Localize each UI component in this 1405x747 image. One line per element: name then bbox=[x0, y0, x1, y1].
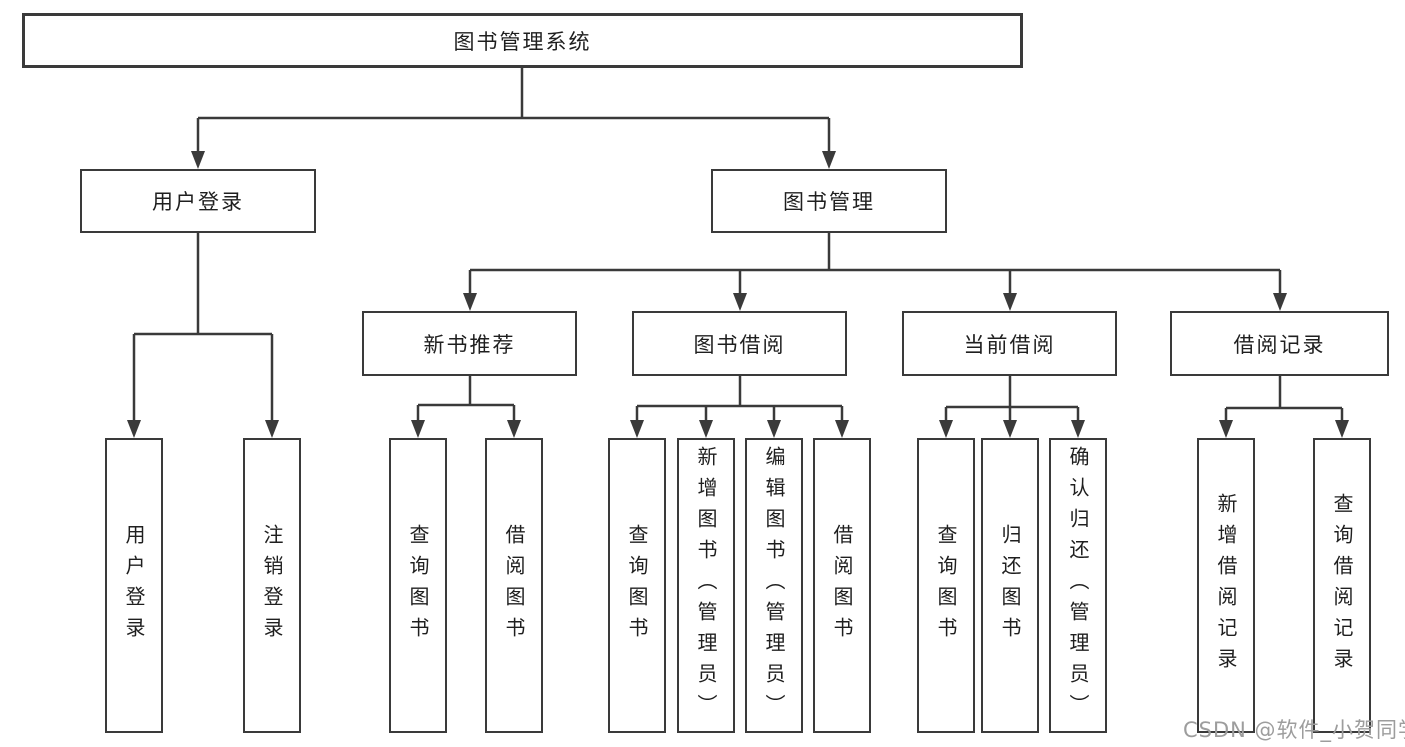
node-current-borrowing: 当前借阅 bbox=[902, 311, 1117, 376]
node-leaf-confirm-return: 确认归还（管理员） bbox=[1049, 438, 1107, 733]
arrowhead-icon bbox=[1071, 420, 1085, 438]
node-label-user-login: 用户登录 bbox=[152, 190, 244, 214]
node-label-root: 图书管理系统 bbox=[453, 29, 592, 54]
arrowhead-icon bbox=[1219, 420, 1233, 438]
node-user-login: 用户登录 bbox=[80, 169, 316, 233]
node-leaf-user-login: 用户登录 bbox=[105, 438, 163, 733]
node-leaf-query-book-1: 查询图书 bbox=[389, 438, 447, 733]
node-leaf-edit-book: 编辑图书（管理员） bbox=[745, 438, 803, 733]
node-label-leaf-query-book-1: 查询图书 bbox=[406, 523, 430, 648]
node-book-borrowing: 图书借阅 bbox=[632, 311, 847, 376]
arrowhead-icon bbox=[1003, 420, 1017, 438]
arrowhead-icon bbox=[699, 420, 713, 438]
node-label-leaf-logout: 注销登录 bbox=[260, 523, 284, 648]
node-leaf-add-book: 新增图书（管理员） bbox=[677, 438, 735, 733]
node-label-leaf-query-book-3: 查询图书 bbox=[934, 523, 958, 648]
node-label-borrowing-records: 借阅记录 bbox=[1233, 332, 1326, 357]
node-leaf-add-borrow-record: 新增借阅记录 bbox=[1197, 438, 1255, 733]
arrowhead-icon bbox=[127, 420, 141, 438]
arrowhead-icon bbox=[835, 420, 849, 438]
node-label-leaf-return-book: 归还图书 bbox=[998, 523, 1022, 648]
arrowhead-icon bbox=[265, 420, 279, 438]
node-label-leaf-borrow-book-2: 借阅图书 bbox=[830, 523, 854, 648]
node-leaf-query-borrow-record: 查询借阅记录 bbox=[1313, 438, 1371, 733]
node-label-new-book-recommend: 新书推荐 bbox=[423, 332, 516, 357]
arrowhead-icon bbox=[191, 151, 205, 169]
node-label-leaf-add-book: 新增图书（管理员） bbox=[694, 446, 718, 725]
node-root: 图书管理系统 bbox=[22, 13, 1023, 68]
arrowhead-icon bbox=[1273, 293, 1287, 311]
node-label-leaf-add-borrow-record: 新增借阅记录 bbox=[1214, 492, 1238, 679]
node-label-leaf-query-book-2: 查询图书 bbox=[625, 523, 649, 648]
node-leaf-borrow-book-1: 借阅图书 bbox=[485, 438, 543, 733]
watermark: CSDN @软件_小贺同学 bbox=[1183, 718, 1405, 742]
arrowhead-icon bbox=[939, 420, 953, 438]
node-leaf-borrow-book-2: 借阅图书 bbox=[813, 438, 871, 733]
arrowhead-icon bbox=[630, 420, 644, 438]
arrowhead-icon bbox=[733, 293, 747, 311]
arrowhead-icon bbox=[411, 420, 425, 438]
node-label-leaf-user-login: 用户登录 bbox=[122, 523, 146, 648]
arrowhead-icon bbox=[507, 420, 521, 438]
node-borrowing-records: 借阅记录 bbox=[1170, 311, 1389, 376]
arrowhead-icon bbox=[767, 420, 781, 438]
node-label-book-borrowing: 图书借阅 bbox=[693, 332, 786, 357]
node-leaf-return-book: 归还图书 bbox=[981, 438, 1039, 733]
arrowhead-icon bbox=[1335, 420, 1349, 438]
arrowhead-icon bbox=[463, 293, 477, 311]
node-book-management: 图书管理 bbox=[711, 169, 947, 233]
node-leaf-query-book-2: 查询图书 bbox=[608, 438, 666, 733]
node-leaf-query-book-3: 查询图书 bbox=[917, 438, 975, 733]
node-label-leaf-edit-book: 编辑图书（管理员） bbox=[762, 446, 786, 725]
node-label-leaf-query-borrow-record: 查询借阅记录 bbox=[1330, 492, 1354, 679]
node-new-book-recommend: 新书推荐 bbox=[362, 311, 577, 376]
node-leaf-logout: 注销登录 bbox=[243, 438, 301, 733]
node-label-book-management: 图书管理 bbox=[783, 190, 875, 214]
node-label-leaf-borrow-book-1: 借阅图书 bbox=[502, 523, 526, 648]
arrowhead-icon bbox=[822, 151, 836, 169]
arrowhead-icon bbox=[1003, 293, 1017, 311]
node-label-current-borrowing: 当前借阅 bbox=[963, 332, 1056, 357]
node-label-leaf-confirm-return: 确认归还（管理员） bbox=[1066, 446, 1090, 725]
